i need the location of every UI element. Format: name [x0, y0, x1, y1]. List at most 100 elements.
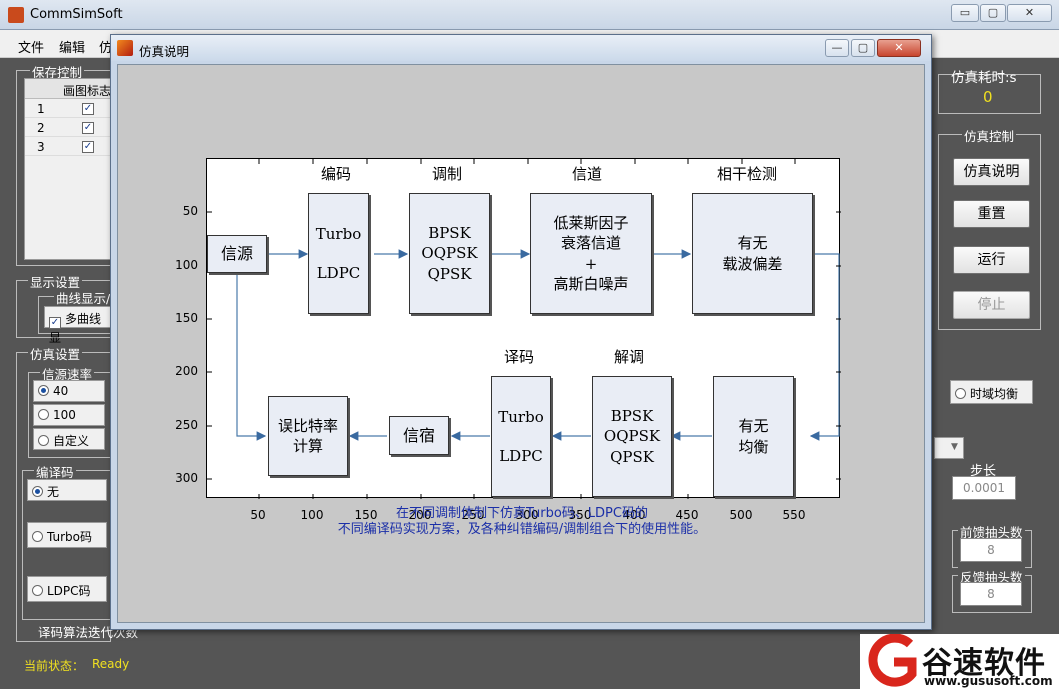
y-tick: 50 — [182, 204, 198, 218]
rate-100-radio[interactable] — [38, 409, 49, 420]
watermark-url: www.gususoft.com — [924, 674, 1053, 688]
ff-taps-label: 前馈抽头数 — [958, 522, 1025, 541]
caption-decode: 译码 — [504, 348, 535, 366]
y-tick: 100 — [175, 258, 198, 272]
rate-40-option[interactable]: 40 — [33, 380, 105, 402]
x-tick: 300 — [515, 508, 539, 522]
x-tick: 100 — [300, 508, 324, 522]
sim-time-value: 0 — [983, 88, 993, 106]
step-label: 步长 — [970, 464, 997, 479]
rate-100-option[interactable]: 100 — [33, 404, 105, 426]
dialog-minimize-button[interactable]: — — [825, 39, 849, 57]
source-block: 信源 — [207, 235, 267, 273]
y-tick: 200 — [175, 364, 198, 378]
x-tick: 250 — [461, 508, 485, 522]
table-header-flag: 画图标志 — [63, 84, 112, 98]
status-label: 当前状态： — [24, 659, 85, 673]
mode-dropdown[interactable]: ▼ — [934, 437, 964, 459]
table-row: 3✓ — [25, 138, 115, 156]
row-3-checkbox[interactable]: ✓ — [82, 141, 94, 153]
main-title-bar: CommSimSoft ▭ ▢ ✕ — [0, 0, 1059, 30]
x-tick: 550 — [782, 508, 806, 522]
rate-custom-radio[interactable] — [38, 435, 49, 446]
x-tick: 350 — [568, 508, 592, 522]
codec-turbo-option[interactable]: Turbo码 — [27, 522, 107, 548]
row-2-checkbox[interactable]: ✓ — [82, 122, 94, 134]
matlab-icon — [117, 40, 133, 56]
codec-turbo-radio[interactable] — [32, 531, 43, 542]
dialog-maximize-button[interactable]: ▢ — [851, 39, 875, 57]
flag-table: 画图标志 1✓ 2✓ 3✓ — [24, 78, 115, 260]
diagram-arrows — [207, 159, 841, 499]
sim-help-dialog: 仿真说明 — ▢ ✕ — [110, 34, 932, 630]
fb-taps-field[interactable]: 8 — [960, 582, 1022, 606]
caption-channel: 信道 — [572, 165, 603, 183]
main-maximize-button[interactable]: ▢ — [980, 4, 1006, 22]
time-eq-radio[interactable] — [955, 388, 966, 399]
sim-help-button[interactable]: 仿真说明 — [953, 158, 1030, 186]
sim-time-label: 仿真耗时:s — [951, 70, 1017, 86]
curve-display-label: 曲线显示/ — [54, 288, 113, 307]
save-control-label: 保存控制 — [30, 62, 85, 81]
menu-file[interactable]: 文件 — [18, 41, 45, 56]
caption-demodulate: 解调 — [614, 348, 645, 366]
status-bar: 当前状态： Ready — [0, 655, 1059, 675]
multi-curve-option[interactable]: ✓多曲线显 — [44, 306, 111, 345]
time-eq-option[interactable]: 时域均衡 — [950, 380, 1033, 404]
dialog-close-button[interactable]: ✕ — [877, 39, 921, 57]
codec-none-radio[interactable] — [32, 486, 43, 497]
sim-control-label: 仿真控制 — [962, 126, 1017, 145]
channel-block: 低莱斯因子衰落信道+高斯白噪声 — [530, 193, 652, 314]
watermark-brand: 谷速软件 — [922, 646, 1046, 681]
main-minimize-button[interactable]: ▭ — [951, 4, 979, 22]
main-window-title: CommSimSoft — [30, 7, 123, 22]
rate-40-radio[interactable] — [38, 385, 49, 396]
codec-ldpc-option[interactable]: LDPC码 — [27, 576, 107, 602]
x-tick: 200 — [408, 508, 432, 522]
menu-edit[interactable]: 编辑 — [59, 41, 86, 56]
x-tick: 500 — [729, 508, 753, 522]
caption-modulate: 调制 — [432, 165, 463, 183]
main-close-button[interactable]: ✕ — [1007, 4, 1052, 22]
stop-button[interactable]: 停止 — [953, 291, 1030, 319]
y-tick: 150 — [175, 311, 198, 325]
ber-block: 误比特率计算 — [268, 396, 348, 476]
description-line-1: 在不同调制体制下仿真Turbo码、LDPC码的 — [396, 506, 648, 521]
y-tick: 250 — [175, 418, 198, 432]
equalizer-block: 有无均衡 — [713, 376, 794, 497]
logo-mark-icon — [868, 634, 917, 687]
ff-taps-field[interactable]: 8 — [960, 538, 1022, 562]
status-value: Ready — [92, 657, 130, 671]
y-tick: 300 — [175, 471, 198, 485]
x-tick: 150 — [354, 508, 378, 522]
codec-ldpc-radio[interactable] — [32, 585, 43, 596]
source-rate-label: 信源速率 — [40, 364, 95, 383]
run-button[interactable]: 运行 — [953, 246, 1030, 274]
x-tick: 50 — [250, 508, 266, 522]
app-icon — [8, 7, 24, 23]
display-settings-label: 显示设置 — [28, 272, 83, 291]
table-header — [25, 79, 115, 99]
rate-custom-option[interactable]: 自定义 — [33, 428, 105, 450]
x-tick: 400 — [622, 508, 646, 522]
watermark-logo: 谷速软件 www.gususoft.com — [860, 634, 1059, 689]
caption-encode: 编码 — [321, 165, 352, 183]
step-field[interactable]: 0.0001 — [952, 476, 1016, 500]
dialog-title-bar: 仿真说明 — ▢ ✕ — [111, 35, 931, 61]
multi-curve-checkbox[interactable]: ✓ — [49, 317, 61, 329]
menu-sim[interactable]: 仿 — [99, 41, 113, 56]
caption-coherent: 相干检测 — [717, 165, 778, 183]
codec-label: 编译码 — [34, 462, 76, 481]
reset-button[interactable]: 重置 — [953, 200, 1030, 228]
codec-none-option[interactable]: 无 — [27, 479, 107, 501]
sink-block: 信宿 — [389, 416, 449, 455]
table-row: 2✓ — [25, 119, 115, 137]
table-row: 1✓ — [25, 100, 115, 118]
row-1-checkbox[interactable]: ✓ — [82, 103, 94, 115]
chevron-down-icon: ▼ — [951, 442, 958, 452]
